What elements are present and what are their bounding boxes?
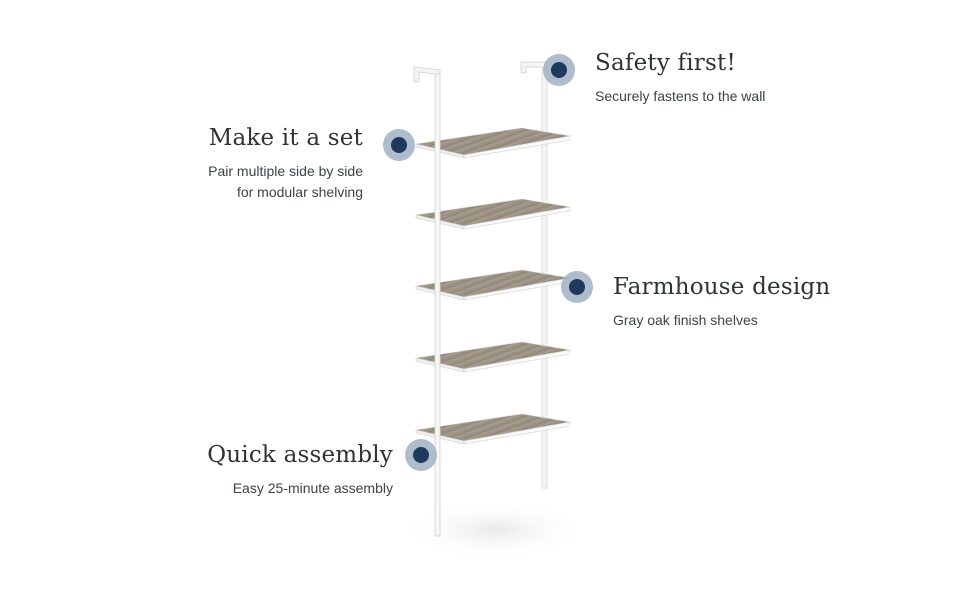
hotspot-dot-icon xyxy=(569,279,585,295)
hotspot-dot-icon xyxy=(551,62,567,78)
assembly-title: Quick assembly xyxy=(207,442,393,468)
safety-subtitle: Securely fastens to the wall xyxy=(595,88,766,104)
set-subtitle-line2: for modular shelving xyxy=(236,184,363,200)
set-title: Make it a set xyxy=(208,125,363,151)
farmhouse-hotspot[interactable] xyxy=(561,271,593,303)
hotspot-dot-icon xyxy=(391,137,407,153)
farmhouse-subtitle: Gray oak finish shelves xyxy=(613,312,758,328)
farmhouse-title: Farmhouse design xyxy=(613,274,831,300)
shelves xyxy=(415,127,571,445)
set-hotspot[interactable] xyxy=(383,129,415,161)
assembly-subtitle: Easy 25-minute assembly xyxy=(232,480,393,496)
hotspot-dot-icon xyxy=(413,447,429,463)
set-subtitle-line1: Pair multiple side by side xyxy=(208,163,363,179)
safety-title: Safety first! xyxy=(595,50,736,76)
safety-hotspot[interactable] xyxy=(543,54,575,86)
assembly-hotspot[interactable] xyxy=(405,439,437,471)
